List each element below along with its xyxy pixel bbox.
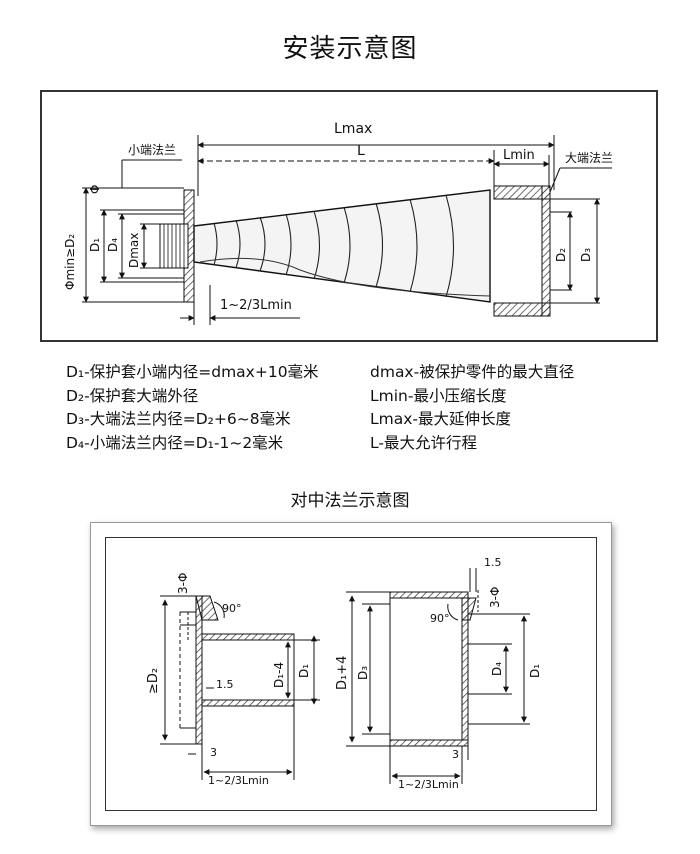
left-phi-label: 3-Φ — [176, 572, 190, 594]
legend-item: D₂-保护套大端外径 — [66, 386, 199, 405]
centering-flange-frame — [90, 522, 612, 826]
right-phi-label: 3-Φ — [488, 586, 502, 608]
page-title: 安装示意图 — [282, 34, 418, 64]
left-lmin-ratio-label: 1~2/3Lmin — [208, 774, 269, 787]
right-d3-label: D₃ — [356, 665, 370, 680]
right-t3-label: 3 — [452, 748, 459, 761]
lmax-label: Lmax — [334, 121, 373, 137]
legend-item: Lmax-最大延伸长度 — [370, 410, 511, 428]
small-flange-label: 小端法兰 — [128, 143, 177, 157]
legend-item: dmax-被保护零件的最大直径 — [370, 363, 575, 381]
left-t3-label: 3 — [210, 746, 217, 759]
large-flange-plate — [541, 185, 551, 317]
left-d1m4-label: D₁-4 — [272, 661, 286, 688]
left-angle-label: 90° — [222, 602, 242, 615]
right-d1p4-label: D₁+4 — [335, 655, 350, 690]
right-d1-label: D₁ — [528, 663, 542, 678]
right-angle-label: 90° — [430, 612, 450, 625]
section-subtitle: 对中法兰示意图 — [290, 491, 410, 511]
protected-part-thread — [159, 223, 189, 269]
large-flange-label: 大端法兰 — [565, 151, 614, 165]
left-t15-label: 1.5 — [216, 678, 234, 691]
left-flange-sleeve-bottom — [201, 699, 295, 707]
right-flange-bottom — [389, 739, 469, 747]
legend-right: dmax-被保护零件的最大直径 Lmin-最小压缩长度 Lmax-最大延伸长度 … — [370, 361, 574, 455]
legend-item: D₃-大端法兰内径=D₂+6~8毫米 — [66, 410, 291, 428]
right-flange-top — [389, 591, 469, 599]
right-d4-label: D₄ — [490, 661, 504, 676]
left-d1-label: D₁ — [297, 663, 311, 678]
lmin-label: Lmin — [503, 148, 535, 163]
right-t15-label: 1.5 — [484, 556, 502, 569]
legend-item: Lmin-最小压缩长度 — [370, 386, 507, 405]
legend-item: D₁-保护套小端内径=dmax+10毫米 — [66, 363, 319, 381]
right-lmin-ratio-label: 1~2/3Lmin — [398, 778, 459, 791]
legend-left: D₁-保护套小端内径=dmax+10毫米 D₂-保护套大端外径 D₃-大端法兰内… — [66, 361, 319, 455]
lmin-ratio-label: 1~2/3Lmin — [220, 298, 292, 313]
bellows-cover — [193, 189, 491, 303]
installation-diagram-frame — [40, 90, 658, 342]
legend-item: L-最大允许行程 — [370, 433, 477, 452]
left-flange-sleeve-top — [201, 633, 295, 641]
l-label: L — [357, 143, 365, 159]
legend-item: D₄-小端法兰内径=D₁-1~2毫米 — [66, 433, 284, 452]
left-d2-label: ≥D₂ — [146, 667, 161, 694]
